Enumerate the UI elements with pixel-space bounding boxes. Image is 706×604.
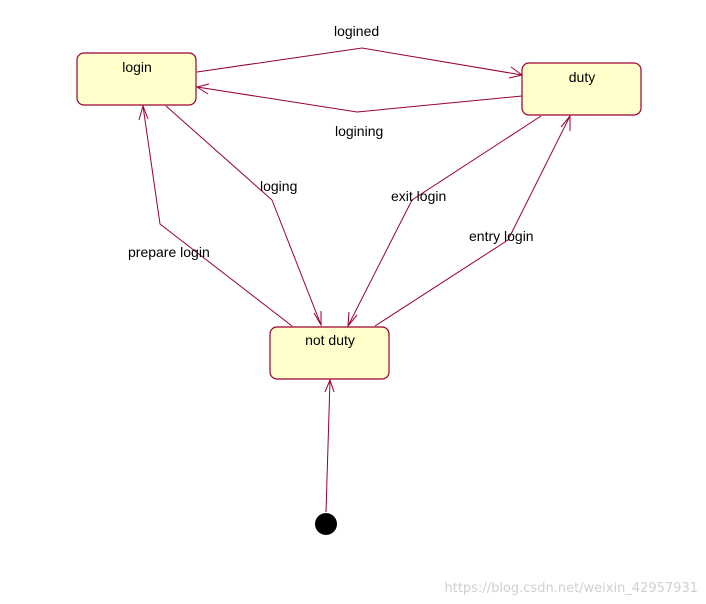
edge-initial	[325, 379, 331, 513]
state-not-duty: not duty	[269, 326, 390, 380]
edge-loging-arrowhead	[313, 311, 322, 327]
edge-initial-arrowhead	[324, 378, 335, 393]
edge-prepare-login-arrowhead	[138, 104, 149, 121]
state-not-duty-box	[269, 326, 390, 380]
transition-labels: logined logining loging exit login entry…	[128, 23, 534, 260]
label-logined: logined	[334, 23, 379, 39]
label-loging: loging	[260, 178, 297, 194]
transitions	[138, 47, 571, 513]
edge-entry-login	[374, 115, 571, 327]
edge-logining	[196, 86, 523, 113]
watermark-text: https://blog.csdn.net/weixin_42957931	[444, 581, 698, 596]
label-entry-login: entry login	[469, 228, 534, 244]
state-duty-box	[521, 62, 642, 116]
edge-logined-arrowhead	[508, 66, 524, 79]
label-logining: logining	[335, 123, 383, 139]
state-login-label: login	[122, 59, 152, 75]
state-not-duty-label: not duty	[305, 332, 355, 348]
edge-logining-arrowhead	[195, 83, 210, 95]
edge-exit-login	[347, 115, 542, 327]
edge-entry-login-arrowhead	[560, 114, 571, 131]
edge-prepare-login	[142, 105, 293, 327]
state-duty: duty	[521, 62, 642, 116]
edge-exit-login-arrowhead	[347, 311, 358, 328]
state-login-box	[76, 52, 197, 106]
edge-loging	[165, 105, 322, 326]
edge-logined	[196, 47, 523, 76]
state-duty-label: duty	[569, 69, 595, 85]
label-exit-login: exit login	[391, 188, 446, 204]
state-login: login	[76, 52, 197, 106]
initial-node	[315, 513, 337, 535]
label-prepare-login: prepare login	[128, 244, 210, 260]
